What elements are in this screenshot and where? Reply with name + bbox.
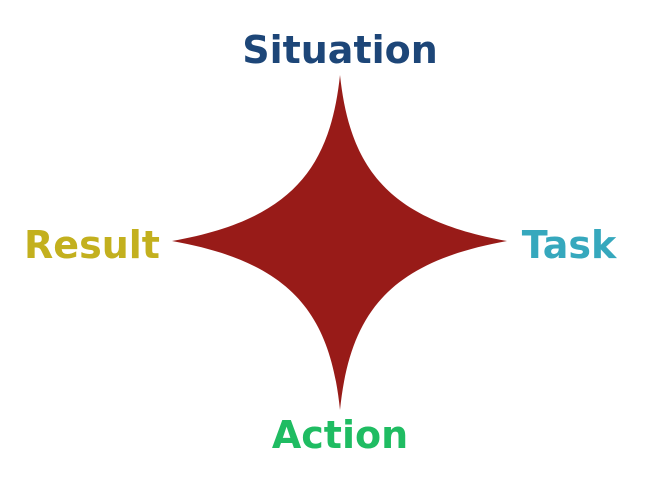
label-situation: Situation xyxy=(242,28,438,72)
four-point-star xyxy=(172,75,507,410)
label-action: Action xyxy=(271,413,409,457)
label-result: Result xyxy=(24,223,160,267)
label-task: Task xyxy=(521,223,617,267)
